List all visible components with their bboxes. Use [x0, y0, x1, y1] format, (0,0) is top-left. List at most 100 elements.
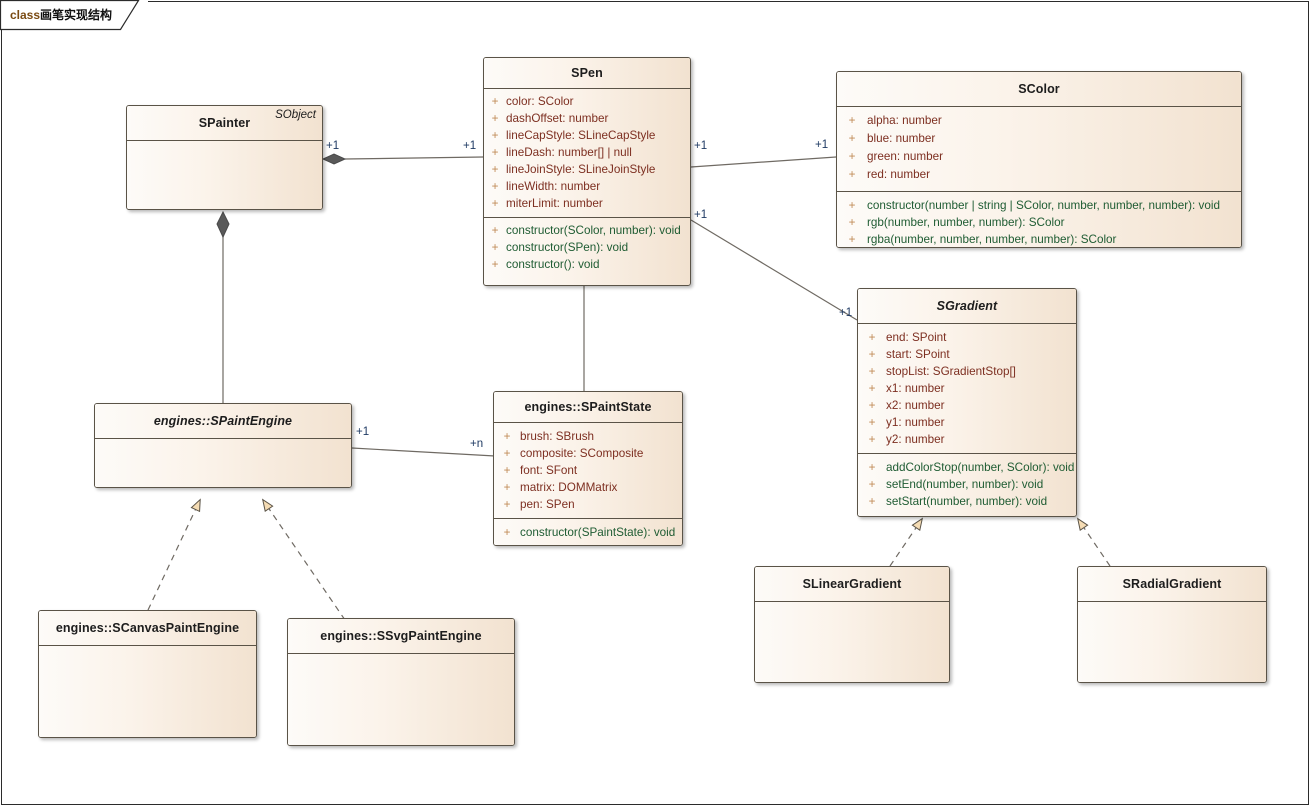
class-box-slineargradient[interactable]: SLinearGradient: [754, 566, 950, 683]
class-attribute-row: +miterLimit: number: [484, 195, 690, 212]
visibility-marker: +: [503, 526, 511, 539]
class-attribute-row: +composite: SComposite: [494, 445, 682, 462]
visibility-marker: +: [503, 481, 511, 494]
class-box-sradialgradient[interactable]: SRadialGradient: [1077, 566, 1267, 683]
class-header-sradialgradient: SRadialGradient: [1078, 567, 1266, 602]
class-box-scolor[interactable]: SColor +alpha: number +blue: number +gre…: [836, 71, 1242, 248]
class-box-scanvaspaintengine[interactable]: engines::SCanvasPaintEngine: [38, 610, 257, 738]
class-body-scanvaspaintengine: [39, 646, 256, 737]
visibility-marker: +: [848, 132, 856, 145]
class-header-spaintengine: engines::SPaintEngine: [95, 404, 351, 439]
multiplicity-pen-gradient-target: +1: [839, 307, 853, 319]
attribute-text: lineDash: number[] | null: [506, 146, 632, 159]
class-attribute-row: +stopList: SGradientStop[]: [858, 363, 1076, 380]
class-box-spen[interactable]: SPen + color: SColor + dashOffset: number …: [483, 57, 691, 286]
class-attribute-row: + lineDash: number[] | null: [484, 144, 690, 161]
class-method-row: +constructor(SColor, number): void: [484, 222, 690, 239]
visibility-marker: +: [491, 180, 499, 193]
class-header-ssvgpaintengine: engines::SSvgPaintEngine: [288, 619, 514, 654]
visibility-marker: +: [491, 258, 499, 271]
class-attribute-row: + lineWidth: number: [484, 178, 690, 195]
attribute-text: lineWidth: number: [506, 180, 601, 193]
class-attribute-row: +y1: number: [858, 414, 1076, 431]
class-method-row: +constructor(number | string | SColor, n…: [837, 197, 1241, 214]
class-attribute-row: + lineJoinStyle: SLineJoinStyle: [484, 161, 690, 178]
attribute-text: dashOffset: number: [506, 112, 609, 125]
class-header-sgradient: SGradient: [858, 289, 1076, 324]
class-method-row: + setStart(number, number): void: [858, 493, 1076, 510]
frame-tab-keyword: class: [10, 8, 41, 22]
visibility-marker: +: [868, 382, 876, 395]
visibility-marker: +: [491, 146, 499, 159]
attribute-text: y1: number: [886, 416, 945, 429]
visibility-marker: +: [491, 129, 499, 142]
class-attribute-row: + x2: number: [858, 397, 1076, 414]
class-box-ssvgpaintengine[interactable]: engines::SSvgPaintEngine: [287, 618, 515, 746]
visibility-marker: +: [491, 197, 499, 210]
attribute-text: lineJoinStyle: SLineJoinStyle: [506, 163, 656, 176]
class-header-spen: SPen: [484, 58, 690, 89]
class-name-scolor: SColor: [1018, 82, 1060, 96]
class-header-spainter: SObject SPainter: [127, 106, 322, 141]
class-name-sradialgradient: SRadialGradient: [1122, 577, 1222, 591]
class-name-spen: SPen: [571, 66, 603, 80]
attribute-text: brush: SBrush: [520, 430, 595, 443]
attribute-text: lineCapStyle: SLineCapStyle: [506, 129, 656, 142]
attribute-text: font: SFont: [520, 464, 578, 477]
class-attributes-spen: + color: SColor + dashOffset: number + line…: [484, 89, 690, 218]
class-attribute-row: +alpha: number: [837, 112, 1241, 130]
multiplicity-painter-pen-source: +1: [326, 140, 340, 152]
visibility-marker: +: [491, 224, 499, 237]
class-methods-sgradient: + addColorStop(number, SColor): void + set…: [858, 454, 1076, 515]
class-attribute-row: +pen: SPen: [494, 496, 682, 513]
multiplicity-pen-color-target: +1: [815, 139, 829, 151]
visibility-marker: +: [868, 461, 876, 474]
method-text: setEnd(number, number): void: [886, 478, 1044, 491]
class-box-spaintengine[interactable]: engines::SPaintEngine: [94, 403, 352, 488]
class-method-row: + addColorStop(number, SColor): void: [858, 459, 1076, 476]
visibility-marker: +: [848, 216, 856, 229]
attribute-text: end: SPoint: [886, 331, 947, 344]
class-attribute-row: + x1: number: [858, 380, 1076, 397]
class-header-spaintstate: engines::SPaintState: [494, 392, 682, 423]
class-attribute-row: + blue: number: [837, 130, 1241, 148]
class-method-row: + constructor(): void: [484, 256, 690, 273]
class-box-sgradient[interactable]: SGradient +end: SPoint +start: SPoint +s…: [857, 288, 1077, 517]
visibility-marker: +: [868, 495, 876, 508]
class-header-scolor: SColor: [837, 72, 1241, 107]
method-text: setStart(number, number): void: [886, 495, 1048, 508]
attribute-text: blue: number: [867, 132, 936, 145]
visibility-marker: +: [491, 163, 499, 176]
diagram-frame-tab: class画笔实现结构: [0, 0, 148, 31]
visibility-marker: +: [503, 464, 511, 477]
visibility-marker: +: [868, 478, 876, 491]
attribute-text: start: SPoint: [886, 348, 950, 361]
class-name-spaintengine: engines::SPaintEngine: [153, 414, 293, 428]
method-text: constructor(SPaintState): void: [520, 526, 676, 539]
multiplicity-pen-color-source: +1: [694, 140, 708, 152]
visibility-marker: +: [491, 241, 499, 254]
class-body-sradialgradient: [1078, 602, 1266, 682]
class-header-scanvaspaintengine: engines::SCanvasPaintEngine: [39, 611, 256, 646]
attribute-text: color: SColor: [506, 95, 574, 108]
class-box-spainter[interactable]: SObject SPainter: [126, 105, 323, 210]
frame-tab-label: class画笔实现结构: [0, 0, 112, 23]
method-text: addColorStop(number, SColor): void: [886, 461, 1075, 474]
class-stereotype-spainter: SObject: [275, 109, 316, 121]
class-methods-spaintstate: + constructor(SPaintState): void: [494, 519, 682, 545]
class-name-slineargradient: SLinearGradient: [802, 577, 902, 591]
class-methods-spen: +constructor(SColor, number): void + cons…: [484, 218, 690, 278]
class-header-slineargradient: SLinearGradient: [755, 567, 949, 602]
attribute-text: stopList: SGradientStop[]: [886, 365, 1016, 378]
class-box-spaintstate[interactable]: engines::SPaintState + brush: SBrush +com…: [493, 391, 683, 546]
visibility-marker: +: [503, 447, 511, 460]
visibility-marker: +: [868, 399, 876, 412]
method-text: constructor(): void: [506, 258, 600, 271]
class-name-sgradient: SGradient: [936, 299, 998, 313]
multiplicity-engine-state-source: +1: [356, 426, 370, 438]
attribute-text: x2: number: [886, 399, 945, 412]
attribute-text: x1: number: [886, 382, 945, 395]
attribute-text: alpha: number: [867, 114, 942, 127]
visibility-marker: +: [848, 150, 856, 163]
